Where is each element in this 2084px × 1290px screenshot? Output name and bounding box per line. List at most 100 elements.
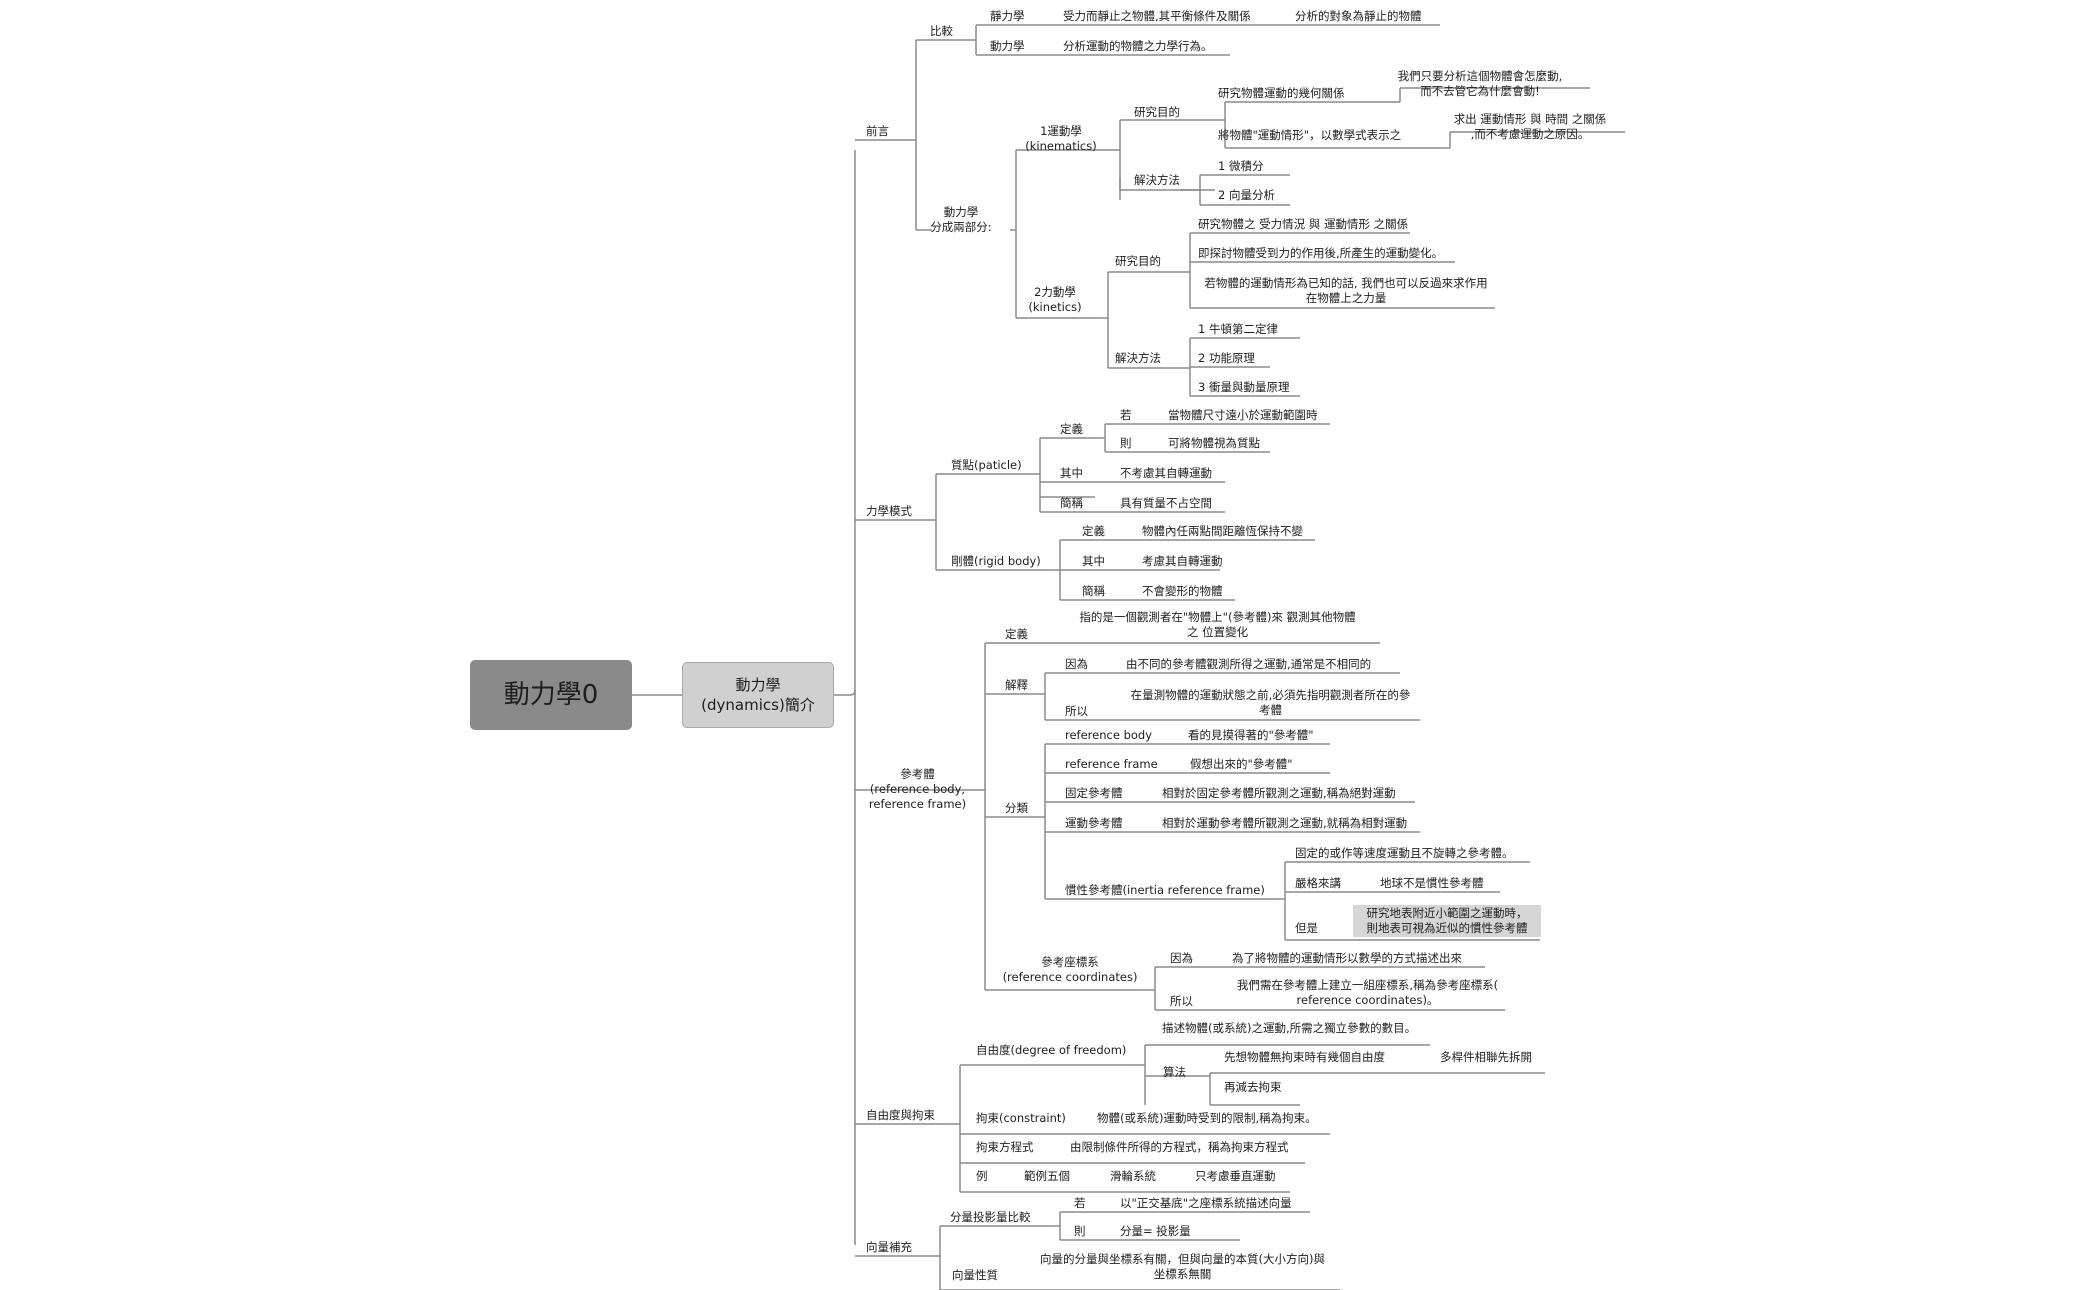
classify-body-text[interactable]: 看的見摸得著的"參考體" [1188,728,1314,742]
rigid-brief[interactable]: 簡稱 [1082,584,1105,598]
dof-desc[interactable]: 描述物體(或系統)之運動,所需之獨立參數的數目。 [1162,1021,1417,1035]
particle-among-text[interactable]: 不考慮其自轉運動 [1120,466,1212,480]
projection-then[interactable]: 則 [1074,1224,1086,1238]
particle-then[interactable]: 則 [1120,436,1132,450]
topic-two-parts[interactable]: 動力學 分成兩部分: [926,205,996,235]
kinematics-method-1[interactable]: 1 微積分 [1218,159,1264,173]
topic-vector-nature[interactable]: 向量性質 [952,1268,998,1282]
topic-constraint[interactable]: 拘束(constraint) [976,1111,1066,1125]
kinematics-method-2[interactable]: 2 向量分析 [1218,188,1275,202]
explain-because[interactable]: 因為 [1065,657,1088,671]
topic-intro[interactable]: 前言 [866,124,889,138]
dynamics-desc[interactable]: 分析運動的物體之力學行為。 [1063,39,1213,53]
kinematics-purpose[interactable]: 研究目的 [1134,105,1180,119]
constraint-equation-text[interactable]: 由限制條件所得的方程式，稱為拘束方程式 [1070,1140,1289,1154]
dof-algo[interactable]: 算法 [1163,1065,1186,1079]
classify-body[interactable]: reference body [1065,728,1153,742]
coords-so-line1: 我們需在參考體上建立一組座標系,稱為參考座標系( [1236,978,1499,992]
root-topic[interactable]: 動力學0 [470,660,632,730]
coords-so-text[interactable]: 我們需在參考體上建立一組座標系,稱為參考座標系( reference coord… [1225,978,1510,1008]
coords-so[interactable]: 所以 [1170,994,1193,1008]
main-topic-line1: 動力學 [735,676,781,694]
classify-fixed-text[interactable]: 相對於固定參考體所觀測之運動,稱為絕對運動 [1162,786,1396,800]
vector-nature-text[interactable]: 向量的分量與坐標系有關，但與向量的本質(大小方向)與 坐標系無關 [1030,1252,1335,1282]
kinetics-method-3[interactable]: 3 衝量與動量原理 [1198,380,1290,394]
topic-projection[interactable]: 分量投影量比較 [950,1210,1031,1224]
inertia-but-line1: 研究地表附近小範圍之運動時， [1366,906,1528,920]
statics-desc[interactable]: 受力而靜止之物體,其平衡條件及關係 [1063,9,1251,23]
particle-if-text[interactable]: 當物體尺寸遠小於運動範圍時 [1168,408,1318,422]
particle-brief[interactable]: 簡稱 [1060,496,1083,510]
inertia-strict-text[interactable]: 地球不是慣性參考體 [1380,876,1484,890]
coords-because-text[interactable]: 為了將物體的運動情形以數學的方式描述出來 [1232,951,1462,965]
inertia-strict[interactable]: 嚴格來講 [1295,876,1341,890]
topic-example[interactable]: 例 [976,1169,988,1183]
topic-rigid[interactable]: 剛體(rigid body) [951,554,1041,568]
projection-if[interactable]: 若 [1074,1196,1086,1210]
rigid-among[interactable]: 其中 [1082,554,1105,568]
topic-dynamics[interactable]: 動力學 [990,39,1025,53]
topic-statics[interactable]: 靜力學 [990,9,1025,23]
topic-reference[interactable]: 參考體 (reference body, reference frame) [860,767,975,812]
reference-explain[interactable]: 解釋 [1005,678,1028,692]
topic-vector[interactable]: 向量補充 [866,1240,912,1254]
kinetics-purpose[interactable]: 研究目的 [1115,254,1161,268]
kinetics-method-1[interactable]: 1 牛頓第二定律 [1198,322,1278,336]
explain-so-text[interactable]: 在量測物體的運動狀態之前,必須先指明觀測者所在的參 考體 [1118,688,1423,718]
particle-then-text[interactable]: 可將物體視為質點 [1168,436,1260,450]
kinetics-method[interactable]: 解決方法 [1115,351,1161,365]
kinetics-purpose-a[interactable]: 研究物體之 受力情況 與 運動情形 之關係 [1198,217,1409,231]
kinetics-purpose-c[interactable]: 若物體的運動情形為已知的話, 我們也可以反過來求作用 在物體上之力量 [1196,276,1496,306]
topic-particle[interactable]: 質點(paticle) [951,458,1022,472]
dof-algo-2[interactable]: 再減去拘束 [1224,1080,1282,1094]
inertia-but[interactable]: 但是 [1295,921,1318,935]
statics-note[interactable]: 分析的對象為靜止的物體 [1295,9,1422,23]
projection-then-text[interactable]: 分量= 投影量 [1120,1224,1191,1238]
topic-dof[interactable]: 自由度(degree of freedom) [976,1043,1127,1057]
kinematics-purpose-a[interactable]: 研究物體運動的幾何關係 [1218,86,1345,100]
topic-constraint-equation[interactable]: 拘束方程式 [976,1140,1034,1154]
kinetics-purpose-b[interactable]: 即探討物體受到力的作用後,所產生的運動變化。 [1198,246,1444,260]
kinematics-method[interactable]: 解決方法 [1134,173,1180,187]
inertia-but-text[interactable]: 研究地表附近小範圍之運動時， 則地表可視為近似的慣性參考體 [1353,905,1541,937]
example-b[interactable]: 滑輪系統 [1110,1169,1156,1183]
rigid-among-text[interactable]: 考慮其自轉運動 [1142,554,1223,568]
reference-classify[interactable]: 分類 [1005,801,1028,815]
reference-def[interactable]: 定義 [1005,627,1028,641]
dof-algo-1[interactable]: 先想物體無拘束時有幾個自由度 [1224,1050,1385,1064]
rigid-def[interactable]: 定義 [1082,524,1105,538]
kinetics-method-2[interactable]: 2 功能原理 [1198,351,1255,365]
classify-frame-text[interactable]: 假想出來的"參考體" [1190,757,1293,771]
particle-if[interactable]: 若 [1120,408,1132,422]
constraint-text[interactable]: 物體(或系統)運動時受到的限制,稱為拘束。 [1097,1111,1317,1125]
classify-fixed[interactable]: 固定參考體 [1065,786,1123,800]
kinematics-purpose-a-note[interactable]: 我們只要分析這個物體會怎麼動, 而不去管它為什麼會動! [1380,69,1580,99]
projection-if-text[interactable]: 以"正交基底"之座標系統描述向量 [1120,1196,1292,1210]
particle-def[interactable]: 定義 [1060,422,1083,436]
classify-inertia[interactable]: 慣性參考體(inertia reference frame) [1065,883,1265,897]
reference-coords[interactable]: 參考座標系 (reference coordinates) [1000,955,1140,985]
particle-brief-text[interactable]: 具有質量不占空間 [1120,496,1212,510]
topic-compare[interactable]: 比較 [930,24,953,38]
kinematics-purpose-b[interactable]: 將物體"運動情形"，以數學式表示之 [1218,128,1402,142]
main-topic[interactable]: 動力學 (dynamics)簡介 [682,662,834,728]
explain-because-text[interactable]: 由不同的參考體觀測所得之運動,通常是不相同的 [1126,657,1372,671]
topic-models[interactable]: 力學模式 [866,504,912,518]
reference-def-text[interactable]: 指的是一個觀測者在"物體上"(參考體)來 觀測其他物體 之 位置變化 [1060,610,1375,640]
coords-because[interactable]: 因為 [1170,951,1193,965]
particle-among[interactable]: 其中 [1060,466,1083,480]
classify-moving-text[interactable]: 相對於運動參考體所觀測之運動,就稱為相對運動 [1162,816,1408,830]
dof-algo-1-note[interactable]: 多桿件相聯先拆開 [1440,1050,1532,1064]
explain-so[interactable]: 所以 [1065,704,1088,718]
rigid-brief-text[interactable]: 不會變形的物體 [1142,584,1223,598]
classify-frame[interactable]: reference frame [1065,757,1158,771]
topic-kinetics[interactable]: 2力動學 (kinetics) [1020,285,1090,315]
rigid-def-text[interactable]: 物體內任兩點間距離恆保持不變 [1142,524,1303,538]
topic-freedom[interactable]: 自由度與拘束 [866,1108,935,1122]
classify-moving[interactable]: 運動參考體 [1065,816,1123,830]
example-c[interactable]: 只考慮垂直運動 [1195,1169,1276,1183]
example-a[interactable]: 範例五個 [1024,1169,1070,1183]
topic-kinematics[interactable]: 1運動學 (kinematics) [1020,124,1102,154]
kinematics-purpose-b-note[interactable]: 求出 運動情形 與 時間 之關係 ,而不考慮運動之原因。 [1440,112,1620,142]
inertia-a[interactable]: 固定的或作等速度運動且不旋轉之參考體。 [1295,846,1514,860]
